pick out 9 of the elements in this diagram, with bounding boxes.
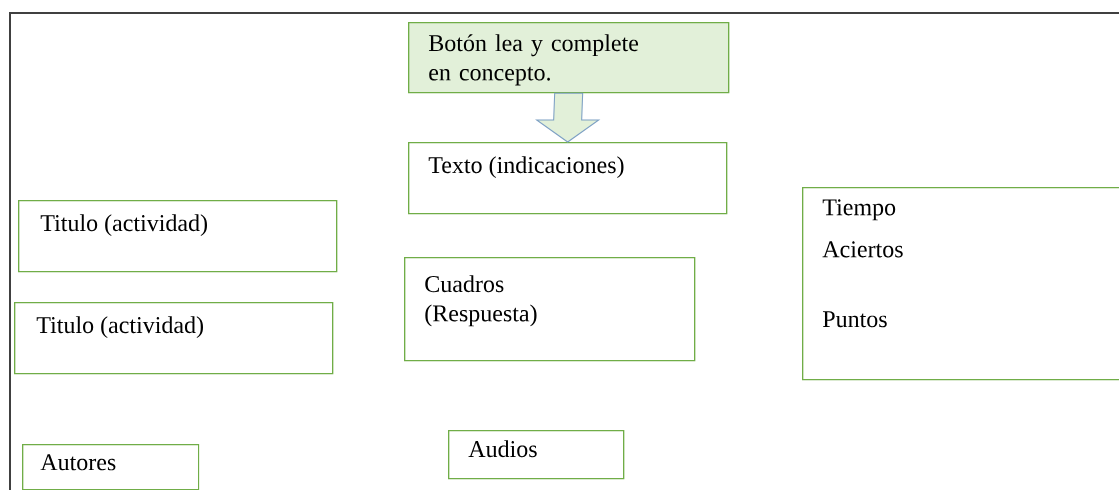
title-box: Titulo (actividad) bbox=[18, 200, 338, 273]
response-box: Cuadros (Respuesta) bbox=[404, 257, 696, 362]
audio-box: Audios bbox=[448, 430, 625, 480]
instruction-box: Botón lea y complete en concepto. bbox=[408, 22, 730, 94]
block-arrow bbox=[535, 92, 601, 143]
title-box: Titulo (actividad) bbox=[14, 302, 334, 375]
text-box: Texto (indicaciones) bbox=[408, 142, 728, 215]
author-box: Autores bbox=[22, 444, 200, 490]
score-panel: Tiempo Aciertos Puntos bbox=[802, 187, 1119, 381]
